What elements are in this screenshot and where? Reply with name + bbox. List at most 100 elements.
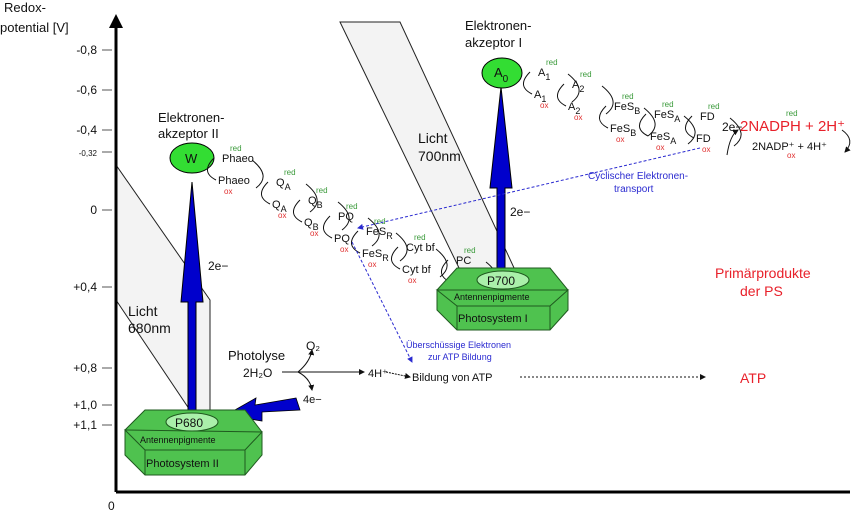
axis-tick-label: +0,4 [73, 280, 97, 294]
photolysis-title: Photolyse [228, 348, 285, 363]
redox-loop [261, 181, 271, 205]
redox-loop [639, 113, 649, 137]
redox-loop [251, 159, 264, 189]
axis-tick-label: +1,0 [73, 398, 97, 412]
cyclic-note: Cyclischer Elektronen- [588, 171, 688, 182]
ps1-electron-chain: A1redA1oxA2redA2oxFeSBredFeSBoxFeSAredFe… [523, 58, 742, 154]
carrier-reduced: A1 [538, 67, 550, 82]
redox-loop [395, 232, 408, 262]
ps2-2e-label: 2e− [208, 259, 228, 273]
ps2-electron-chain: PhaeoredPhaeooxQAredQAoxQBredQBoxPQredPQ… [207, 144, 498, 298]
ps2-name: Photosystem II [146, 458, 219, 470]
excitation-arrow-ps1 [489, 86, 513, 279]
light-700-label: Licht [418, 130, 448, 146]
red-label: red [346, 202, 358, 211]
o2-label: O₂ [306, 339, 320, 353]
redox-loop [567, 73, 580, 103]
carrier-oxidized: Phaeo [218, 175, 250, 187]
redox-loop [683, 115, 696, 145]
acceptor1-node [481, 57, 523, 89]
carrier-reduced: FeSA [654, 109, 680, 124]
nadp-substrate: 2NADP⁺ + 4H⁺ [752, 141, 827, 153]
red-label: red [414, 233, 426, 242]
red-label: red [464, 246, 476, 255]
axis-tick-label: 0 [90, 203, 97, 217]
carrier-oxidized: QA [272, 199, 287, 214]
axis-title-2: potential [V] [0, 20, 69, 35]
excess-electron-arrow [351, 241, 413, 363]
redox-loop [323, 215, 333, 239]
p680-label: P680 [175, 416, 203, 430]
axis-title: Redox- [4, 0, 46, 15]
red-label: red [622, 92, 634, 101]
axis-tick-label: -0,32 [79, 149, 98, 158]
carrier-reduced: FeSB [614, 101, 640, 116]
y-axis [109, 14, 850, 494]
protons-label: 4H⁺ [368, 368, 388, 380]
axis-tick-label: +0,8 [73, 361, 97, 375]
red-label: red [708, 102, 720, 111]
red-label: red [316, 186, 328, 195]
ox-label: ox [616, 135, 624, 144]
redox-loop [337, 201, 350, 231]
redox-loop [557, 83, 567, 107]
carrier-reduced: FD [700, 111, 715, 123]
carrier-oxidized: A1 [534, 89, 546, 104]
acceptor1-node-label: A0 [494, 65, 509, 85]
redox-loop [685, 115, 695, 139]
ox-label: ox [408, 276, 416, 285]
carrier-reduced: QA [276, 177, 291, 192]
redox-loop [367, 217, 380, 247]
excess-note-2: zur ATP Bildung [428, 352, 492, 362]
ox-label: ox [224, 187, 232, 196]
excess-note: Überschüssige Elektronen [406, 340, 511, 350]
ps1-antenna-label: Antennenpigmente [454, 292, 530, 302]
light-680-wavelength: 680nm [128, 320, 171, 336]
carrier-oxidized: FeSR [362, 248, 389, 263]
acceptor1-title: Elektronen- [465, 18, 531, 33]
excitation-arrow-ps2 [180, 181, 204, 431]
carrier-oxidized: FeSA [650, 131, 676, 146]
ps1-2e-label: 2e− [510, 205, 530, 219]
carrier-reduced: FeSR [366, 226, 393, 241]
carrier-reduced: PQ [338, 211, 354, 223]
red-label: red [662, 100, 674, 109]
carrier-oxidized: FeSB [610, 123, 636, 138]
redox-loop [729, 117, 742, 147]
ps1-name: Photosystem I [458, 313, 528, 325]
acceptor2-subtitle: akzeptor II [158, 126, 219, 141]
photosystem-1 [435, 267, 570, 331]
red-label: red [230, 144, 242, 153]
cyclic-transport-arrow [357, 147, 701, 230]
nadp-ox-label: ox [787, 151, 795, 160]
carrier-reduced: Cyt bf [406, 242, 436, 254]
carrier-reduced: Phaeo [222, 153, 254, 165]
carrier-oxidized: QB [304, 217, 319, 232]
ox-label: ox [310, 229, 318, 238]
acceptor2-node-label: W [185, 151, 198, 166]
red-label: red [546, 58, 558, 67]
nadph-product: 2NADPH + 2H⁺ [740, 118, 845, 135]
cyclic-note-2: transport [614, 184, 654, 195]
carrier-oxidized: FD [696, 133, 711, 145]
ox-label: ox [340, 245, 348, 254]
carrier-oxidized: PQ [334, 233, 350, 245]
ox-label: ox [278, 211, 286, 220]
redox-loop [293, 199, 303, 223]
carrier-reduced: A2 [572, 79, 584, 94]
atp-product: ATP [740, 370, 766, 386]
ox-label: ox [368, 260, 376, 269]
light-700-wavelength: 700nm [418, 148, 461, 164]
axis-tick-label: -0,6 [76, 83, 97, 97]
photosystem-2 [123, 409, 264, 476]
red-label: red [284, 168, 296, 177]
acceptor1-subtitle: akzeptor I [465, 35, 522, 50]
carrier-oxidized: Cyt bf [402, 264, 432, 276]
redox-loop [643, 107, 656, 137]
fd-2e-label: 2e− [722, 120, 742, 134]
ox-label: ox [656, 143, 664, 152]
axis-tick-label: +1,1 [73, 418, 97, 432]
light-680-label: Licht [128, 303, 158, 319]
atp-formation-label: Bildung von ATP [412, 372, 493, 384]
redox-loop [351, 230, 361, 254]
